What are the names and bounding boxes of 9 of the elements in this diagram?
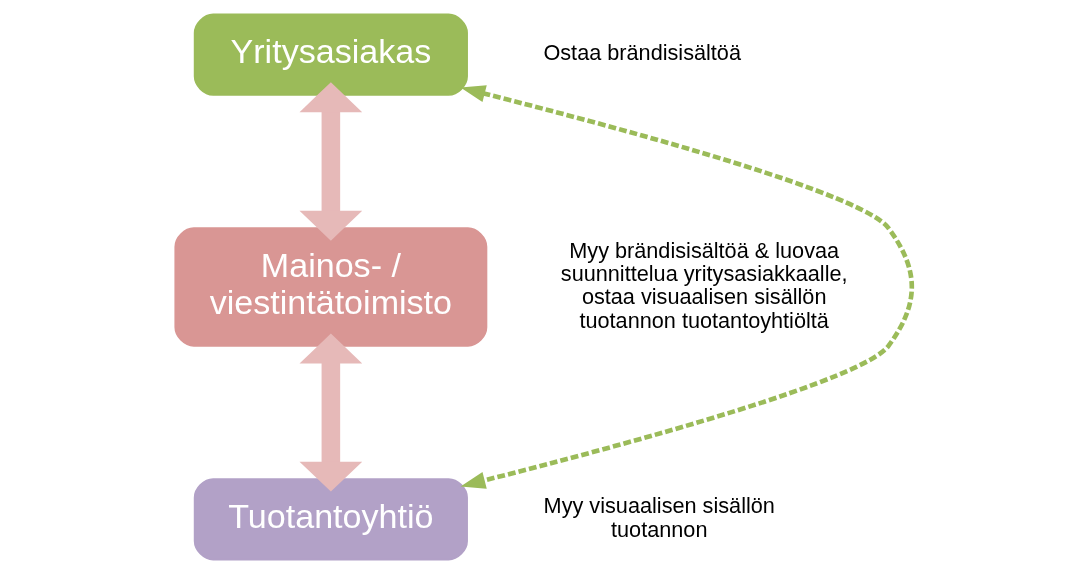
arrow [460,85,914,489]
node-box: Tuotantoyhtiö [193,478,468,561]
node-box: Mainos- / viestintätoimisto [173,227,487,347]
arrow [299,333,362,492]
node-label: Myy visuaalisen sisällön tuotannon [543,493,775,542]
arrow [299,82,362,241]
node-label: Myy brändisisältöä & luovaa suunnittelua yritysasiakkaalle, ostaa visuaalisen sisällön tuotannon tuotantoyhtiöltä [560,237,848,333]
node-label: Ostaa brändisisältöä [542,40,741,66]
node-box: Yritysasiakas [193,13,468,96]
